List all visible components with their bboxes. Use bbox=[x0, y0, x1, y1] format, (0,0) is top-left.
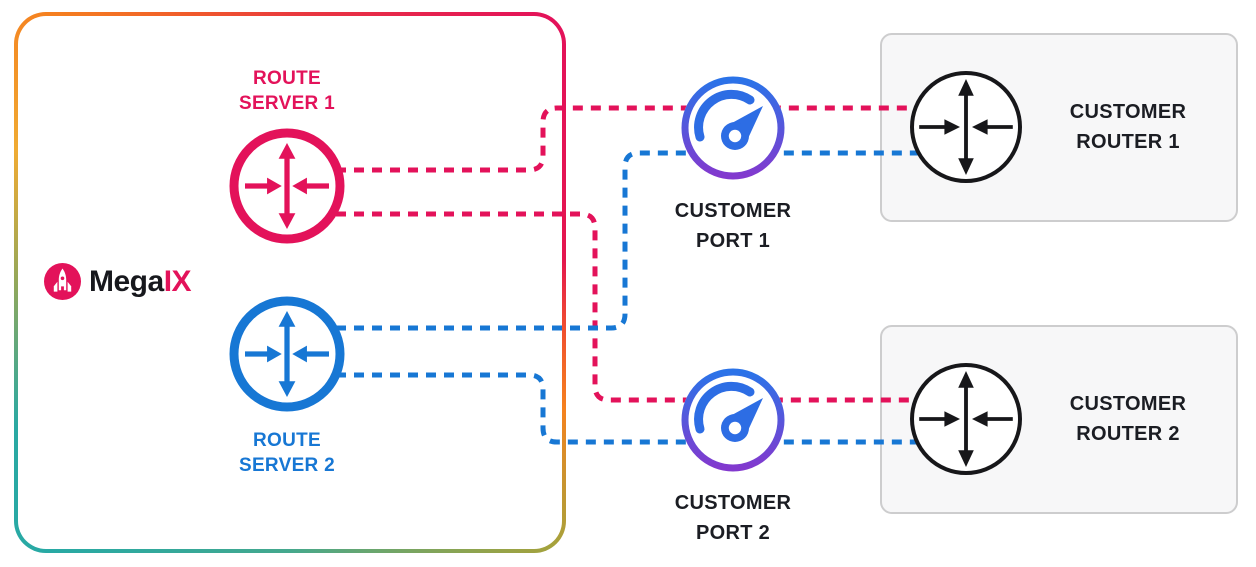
connection-rs2-port1-router1 bbox=[300, 150, 930, 331]
customer-port-2-node bbox=[681, 368, 785, 472]
label-line: PORT 2 bbox=[695, 522, 771, 544]
megaix-rocket-icon bbox=[44, 263, 81, 300]
brand-text-mega: Mega bbox=[89, 265, 164, 298]
connection-rs2-port2-router2 bbox=[300, 372, 930, 445]
label-line: ROUTE bbox=[253, 430, 321, 451]
port-2-gradient-ring bbox=[681, 368, 785, 472]
customer-port-1-label: CUSTOMER PORT 1 bbox=[633, 196, 833, 256]
customer-router-2-label: CUSTOMER ROUTER 2 bbox=[1028, 389, 1228, 449]
customer-port-2-label: CUSTOMER PORT 2 bbox=[633, 488, 833, 548]
label-line: ROUTER 2 bbox=[1076, 423, 1180, 445]
label-line: CUSTOMER bbox=[1069, 393, 1187, 415]
connection-rs1-port2-router2 bbox=[300, 211, 930, 403]
label-line: ROUTER 1 bbox=[1076, 131, 1180, 153]
port-1-gradient-ring bbox=[681, 76, 785, 180]
customer-port-1-node bbox=[681, 76, 785, 180]
connection-rs1-port1-router1 bbox=[300, 105, 930, 173]
route-server-2-label: ROUTE SERVER 2 bbox=[187, 428, 387, 478]
customer-router-2-box bbox=[880, 325, 1238, 514]
label-line: CUSTOMER bbox=[674, 492, 792, 514]
label-line: SERVER 1 bbox=[238, 93, 336, 114]
customer-router-1-node bbox=[910, 71, 1022, 183]
label-line: ROUTE bbox=[253, 68, 321, 89]
customer-router-1-label: CUSTOMER ROUTER 1 bbox=[1028, 97, 1228, 157]
route-server-1-label: ROUTE SERVER 1 bbox=[187, 66, 387, 116]
label-line: PORT 1 bbox=[695, 230, 771, 252]
brand-text-ix: IX bbox=[163, 265, 192, 298]
megaix-exchange-box bbox=[14, 12, 566, 553]
brand-text: MegaIX bbox=[89, 263, 192, 300]
customer-router-2-node bbox=[910, 363, 1022, 475]
label-line: CUSTOMER bbox=[1069, 101, 1187, 123]
route-server-2-node bbox=[229, 296, 345, 412]
label-line: SERVER 2 bbox=[238, 455, 336, 476]
route-server-1-node bbox=[229, 128, 345, 244]
megaix-logo: MegaIX bbox=[44, 263, 192, 300]
label-line: CUSTOMER bbox=[674, 200, 792, 222]
